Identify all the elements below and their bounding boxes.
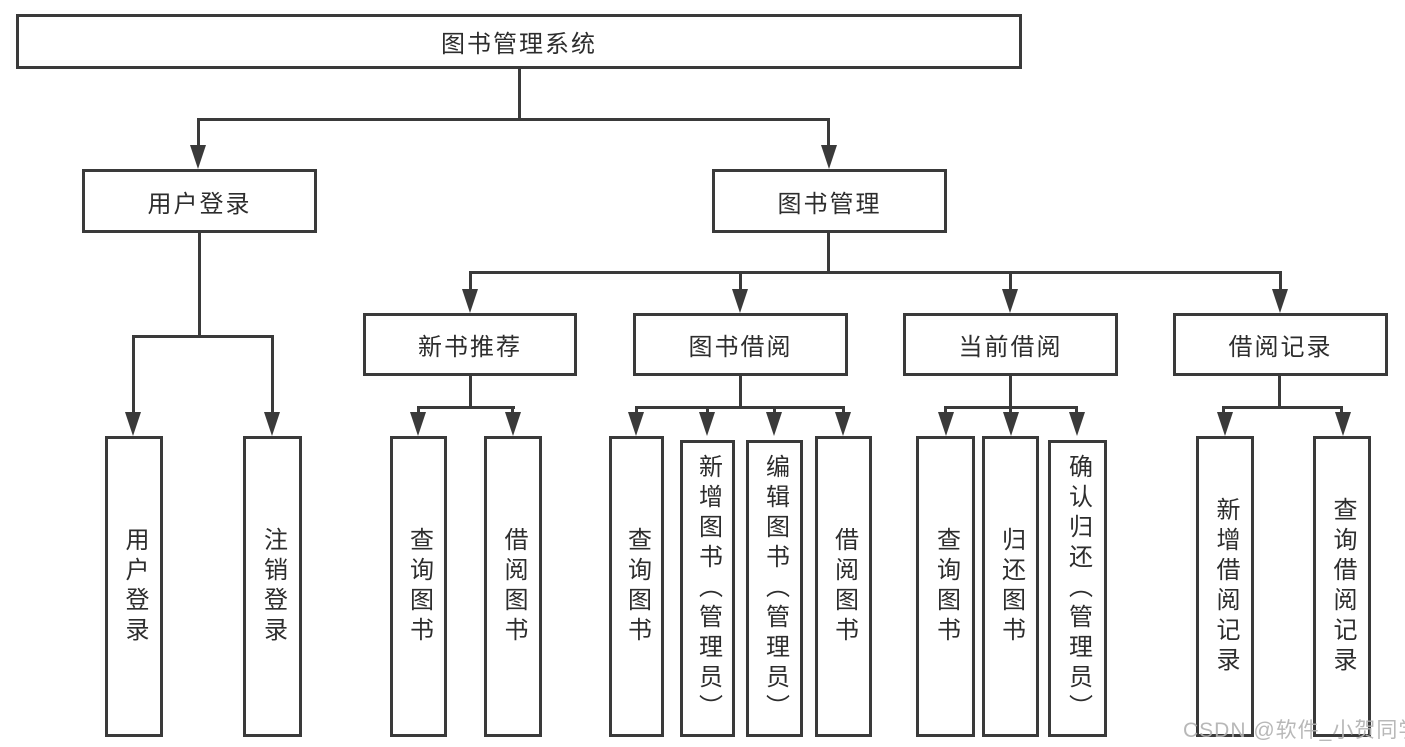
node-query-borrow-record: 查询借阅记录	[1313, 436, 1371, 737]
node-add-borrow-record: 新增借阅记录	[1196, 436, 1254, 737]
node-user-login: 用户登录	[82, 169, 317, 233]
node-label: 查询图书	[623, 526, 651, 647]
arrow-down-icon	[821, 145, 837, 169]
node-new-book-recommend: 新书推荐	[363, 313, 577, 376]
node-label: 借阅记录	[1228, 334, 1333, 361]
connector-stem	[944, 406, 947, 416]
node-label: 图书管理	[777, 190, 882, 218]
node-label: 新增借阅记录	[1212, 496, 1239, 677]
arrow-down-icon	[938, 412, 954, 436]
connector-stem	[706, 406, 709, 416]
connector-stem-user-login	[197, 118, 200, 150]
arrow-down-icon	[190, 145, 206, 169]
node-label: 注销登录	[259, 526, 287, 647]
connector-stem	[1075, 406, 1078, 416]
arrow-down-icon	[699, 412, 715, 436]
arrow-down-icon	[766, 412, 782, 436]
arrow-down-icon	[462, 289, 478, 313]
connector-stem	[1340, 406, 1343, 416]
connector-borrowrecords-rail	[1222, 406, 1342, 409]
connector-stem	[417, 406, 420, 416]
connector-newbook-rail	[417, 406, 515, 409]
connector-stem-login-leaf	[132, 335, 135, 414]
node-label: 图书借阅	[688, 334, 793, 361]
node-label: 查询借阅记录	[1329, 496, 1356, 677]
arrow-down-icon	[125, 412, 141, 436]
node-query-books-borrow: 查询图书	[609, 436, 664, 737]
node-label: 确认归还（管理员）	[1064, 453, 1092, 724]
arrow-down-icon	[1217, 412, 1233, 436]
connector-stem-book-borrow	[739, 271, 742, 292]
node-query-books-recommend: 查询图书	[390, 436, 447, 737]
node-label: 用户登录	[121, 526, 148, 647]
connector-stem	[1222, 406, 1225, 416]
connector-stem	[842, 406, 845, 416]
connector-stem	[1009, 406, 1012, 416]
connector-stem	[773, 406, 776, 416]
node-confirm-return-admin: 确认归还（管理员）	[1048, 440, 1107, 737]
connector-stem-borrow-records	[1279, 271, 1282, 292]
connector-stem-current-borrow	[1009, 271, 1012, 292]
csdn-watermark: CSDN @软件_小贺同学	[1183, 719, 1405, 742]
connector-bookborrow-drop	[739, 376, 742, 409]
node-label: 新书推荐	[418, 334, 522, 361]
arrow-down-icon	[264, 412, 280, 436]
arrow-down-icon	[505, 412, 521, 436]
node-query-books-current: 查询图书	[916, 436, 975, 737]
connector-borrowrecords-drop	[1278, 376, 1281, 409]
arrow-down-icon	[732, 289, 748, 313]
node-return-books: 归还图书	[982, 436, 1039, 737]
node-edit-books-admin: 编辑图书（管理员）	[746, 440, 803, 737]
connector-stem-new-book	[469, 271, 472, 292]
connector-currentborrow-drop	[1009, 376, 1012, 409]
connector-newbook-drop	[469, 376, 472, 409]
arrow-down-icon	[1272, 289, 1288, 313]
node-add-books-admin: 新增图书（管理员）	[680, 440, 735, 737]
connector-stem-logout-leaf	[271, 335, 274, 414]
arrow-down-icon	[835, 412, 851, 436]
node-user-login-leaf: 用户登录	[105, 436, 163, 737]
connector-stem	[511, 406, 514, 416]
connector-userlogin-rail	[132, 335, 273, 338]
node-label: 查询图书	[405, 526, 433, 647]
node-label: 编辑图书（管理员）	[761, 453, 789, 724]
connector-root-rail	[197, 118, 830, 121]
node-library-system: 图书管理系统	[16, 14, 1022, 69]
connector-stem	[635, 406, 638, 416]
node-book-borrow: 图书借阅	[633, 313, 848, 376]
node-label: 当前借阅	[958, 334, 1063, 361]
node-label: 用户登录	[147, 190, 252, 218]
node-label: 图书管理系统	[441, 31, 597, 58]
arrow-down-icon	[628, 412, 644, 436]
connector-bookborrow-rail	[635, 406, 845, 409]
connector-stem-book-management	[827, 118, 830, 150]
connector-bookmgmt-drop	[827, 233, 830, 274]
node-book-management: 图书管理	[712, 169, 947, 233]
node-borrow-records: 借阅记录	[1173, 313, 1388, 376]
node-borrow-books-2: 借阅图书	[815, 436, 872, 737]
node-label: 查询图书	[932, 526, 960, 647]
arrow-down-icon	[1002, 289, 1018, 313]
arrow-down-icon	[1335, 412, 1351, 436]
node-label: 新增图书（管理员）	[694, 453, 722, 724]
node-label: 借阅图书	[500, 526, 527, 647]
node-borrow-books-recommend: 借阅图书	[484, 436, 542, 737]
arrow-down-icon	[410, 412, 426, 436]
node-label: 归还图书	[997, 526, 1025, 647]
node-logout: 注销登录	[243, 436, 302, 737]
arrow-down-icon	[1069, 412, 1085, 436]
connector-root-drop	[518, 68, 521, 121]
connector-bookmgmt-rail	[469, 271, 1282, 274]
node-label: 借阅图书	[830, 526, 858, 647]
node-current-borrow: 当前借阅	[903, 313, 1118, 376]
arrow-down-icon	[1003, 412, 1019, 436]
connector-userlogin-drop	[198, 233, 201, 338]
